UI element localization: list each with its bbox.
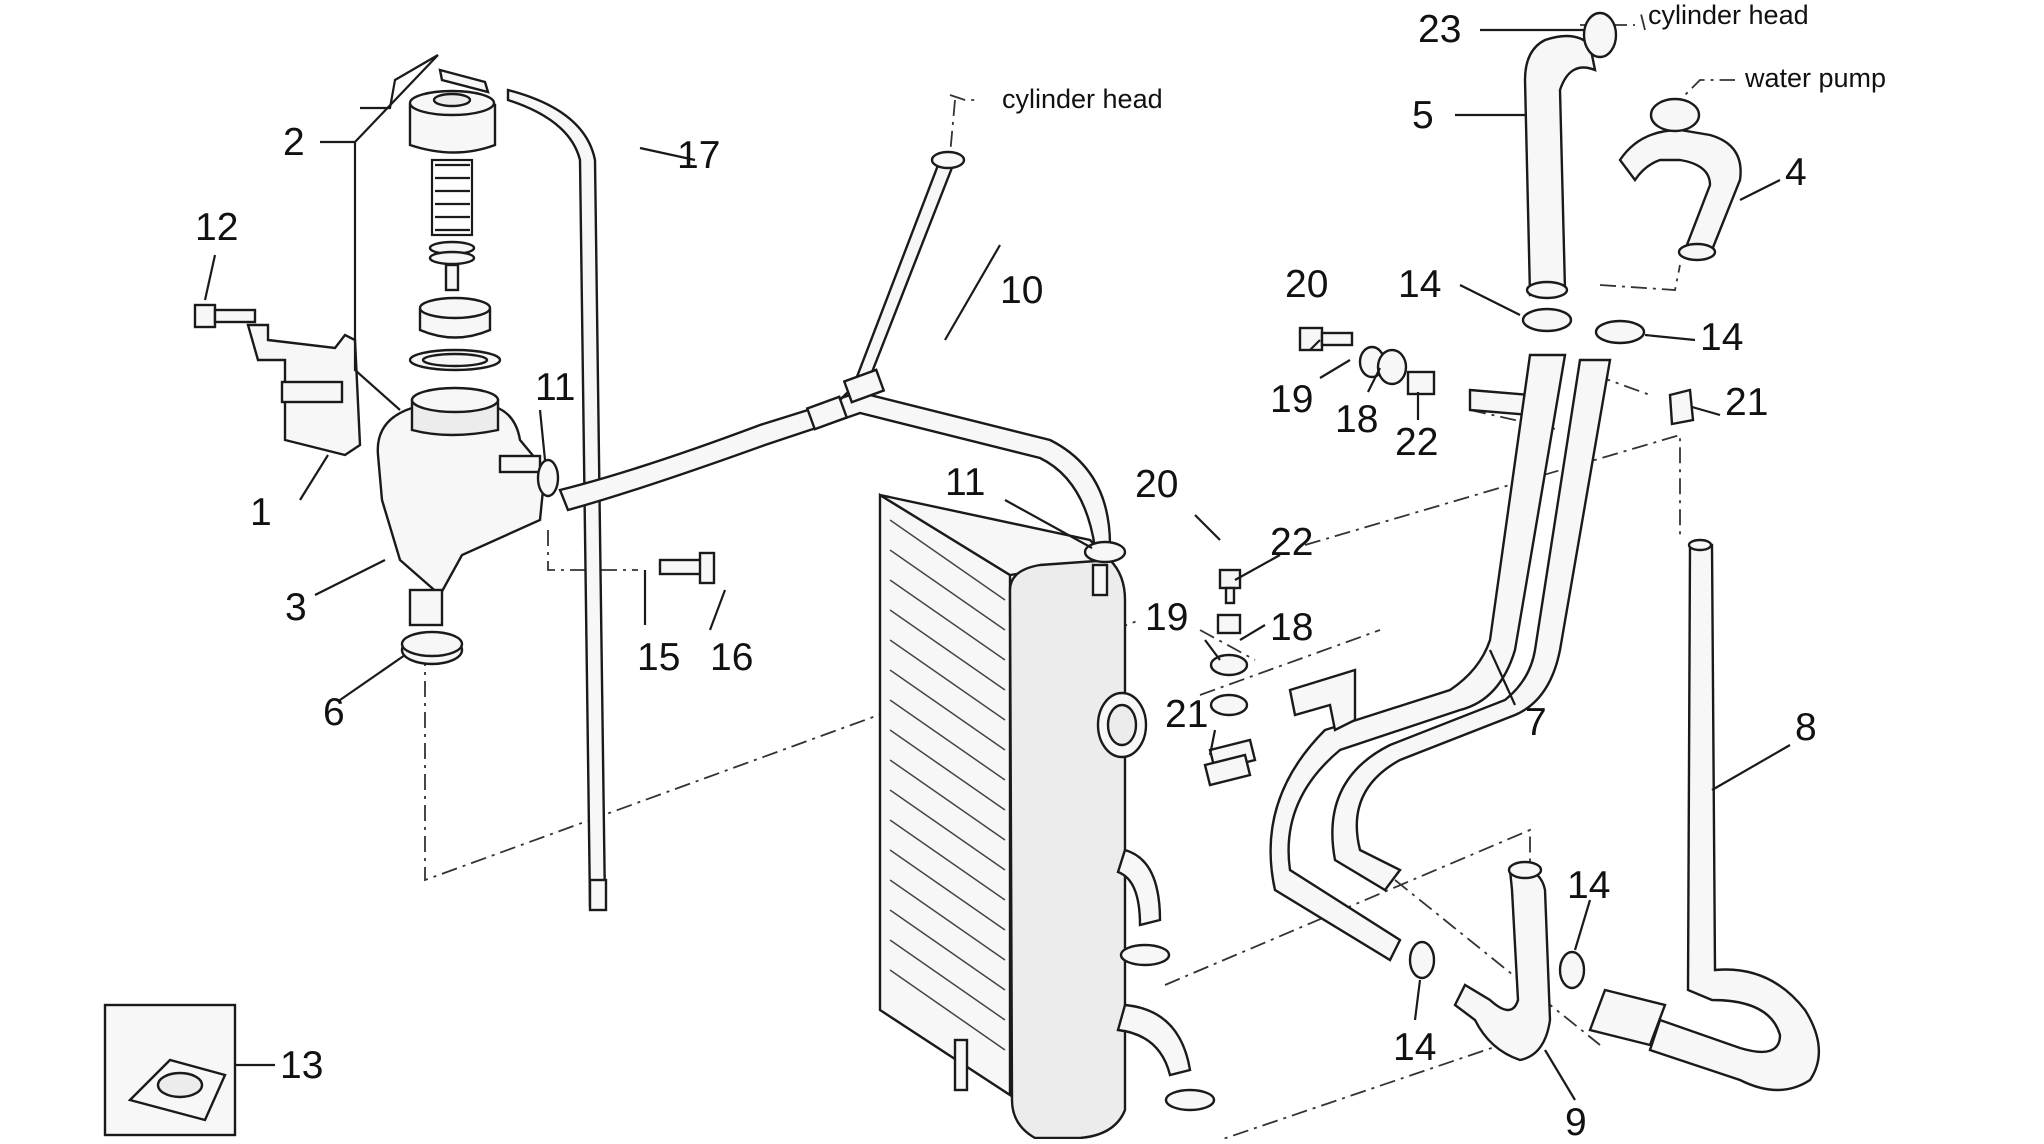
callout-3: 3 xyxy=(285,586,307,629)
clamps-14-upper xyxy=(1521,307,1646,345)
hose-8 xyxy=(1588,538,1821,1092)
callout-14-upper-right: 14 xyxy=(1700,316,1743,359)
label-cylinder-head-mid: cylinder head xyxy=(1002,84,1163,114)
radiator-clamps xyxy=(1119,943,1216,1112)
callout-15: 15 xyxy=(637,636,680,679)
callout-18-lower: 18 xyxy=(1270,606,1313,649)
callout-14-lower-left: 14 xyxy=(1393,1026,1436,1069)
hose-10 xyxy=(558,150,1112,550)
callout-19-lower: 19 xyxy=(1145,596,1188,639)
callout-19-upper: 19 xyxy=(1270,378,1313,421)
callout-22-lower: 22 xyxy=(1270,521,1313,564)
callout-18-upper: 18 xyxy=(1335,398,1378,441)
callout-6: 6 xyxy=(323,691,345,734)
callout-numbers: 2 1 3 6 12 11 17 15 16 10 11 20 22 18 19… xyxy=(195,8,1817,1144)
clamp-23 xyxy=(1582,11,1618,59)
callout-23: 23 xyxy=(1418,8,1461,51)
clamp-6 xyxy=(400,630,464,666)
callout-21-lower: 21 xyxy=(1165,693,1208,736)
clamps-14-lower xyxy=(1408,940,1586,990)
hose-9 xyxy=(1453,860,1552,1062)
callout-12: 12 xyxy=(195,206,238,249)
callout-13: 13 xyxy=(280,1044,323,1087)
callout-20-lower: 20 xyxy=(1135,463,1178,506)
callout-11-left: 11 xyxy=(535,366,576,409)
callout-14-lower-right: 14 xyxy=(1567,864,1610,907)
hose-4 xyxy=(1618,128,1742,262)
inset-part-13 xyxy=(103,1003,237,1137)
callout-14-upper-left: 14 xyxy=(1398,263,1441,306)
radiator xyxy=(878,492,1192,1140)
leader-lines xyxy=(203,28,1791,1101)
callout-20-upper: 20 xyxy=(1285,263,1328,306)
callout-22-upper: 22 xyxy=(1395,421,1438,464)
clamp-21-lower xyxy=(1203,753,1252,787)
hose-7 xyxy=(1269,353,1612,962)
screw-12 xyxy=(193,303,257,329)
callout-8: 8 xyxy=(1795,706,1817,749)
expansion-tank-cap-assembly xyxy=(360,54,502,372)
clamp-11-left xyxy=(536,458,560,498)
callout-11-right: 11 xyxy=(945,461,986,504)
clamp-water-pump xyxy=(1649,97,1701,133)
callout-10: 10 xyxy=(1000,269,1043,312)
callout-4: 4 xyxy=(1785,151,1807,194)
clamp-11-right xyxy=(1083,540,1127,564)
screw-16 xyxy=(658,551,716,585)
tank-bracket xyxy=(246,323,362,457)
callout-9: 9 xyxy=(1565,1101,1587,1139)
callout-1: 1 xyxy=(250,491,272,534)
callout-5: 5 xyxy=(1412,94,1434,137)
hose-5 xyxy=(1523,34,1597,300)
label-water-pump: water pump xyxy=(1744,63,1886,93)
callout-2: 2 xyxy=(283,121,305,164)
callout-17: 17 xyxy=(677,134,720,177)
callout-7: 7 xyxy=(1525,701,1547,744)
destination-labels: cylinder head water pump cylinder head xyxy=(1002,0,1886,114)
radiator-mount-parts xyxy=(1208,568,1257,772)
callout-21-upper: 21 xyxy=(1725,381,1768,424)
callout-16: 16 xyxy=(710,636,753,679)
label-cylinder-head-top: cylinder head xyxy=(1648,0,1809,30)
expansion-tank xyxy=(376,386,547,627)
